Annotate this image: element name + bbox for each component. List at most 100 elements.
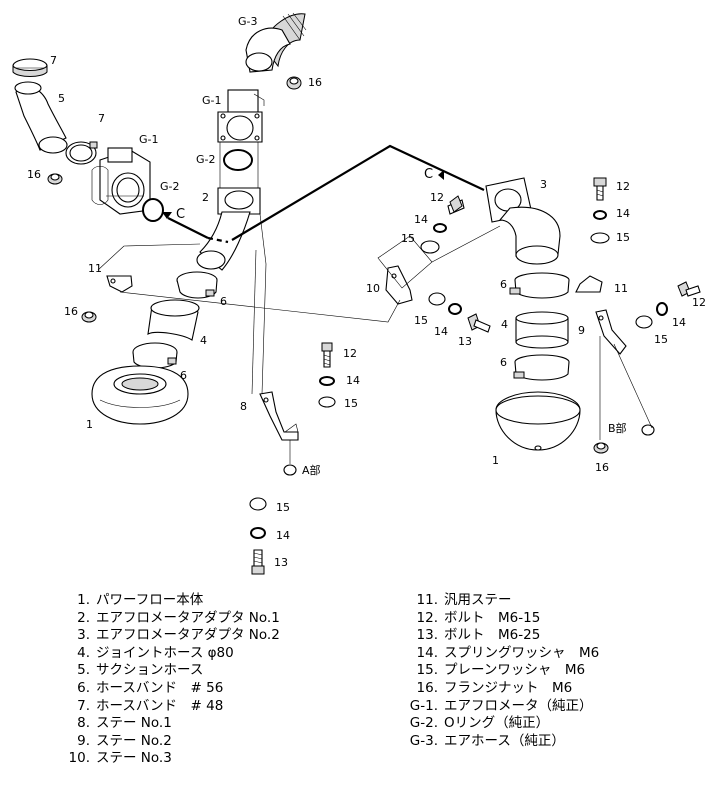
callout-15-mid: 15: [414, 314, 428, 327]
stay-no3: [385, 265, 413, 305]
flange-nut-16-left-lower: [81, 311, 97, 323]
legend-item-text: ボルト M6-15: [444, 609, 541, 626]
power-flow-body-right: [495, 391, 581, 451]
callout-c-right: C: [424, 167, 433, 182]
leader-lines: [97, 142, 653, 464]
legend-item-number: 1.: [77, 592, 90, 608]
stay-no1: [259, 391, 299, 441]
legend-item-number: 8.: [77, 715, 90, 732]
bolt-12-center: [321, 342, 333, 368]
legend-item-text: エアフロメータアダプタ No.2: [96, 627, 280, 644]
flange-nut-16-right: [593, 442, 609, 454]
callout-6-right-upper: 6: [500, 278, 507, 291]
joint-hose-4-left: [147, 299, 200, 341]
callout-g2-top: G-2: [196, 153, 216, 166]
legend-item-text: スプリングワッシャ M6: [444, 644, 600, 661]
callout-7-second: 7: [98, 112, 105, 125]
bolt-12-right-top: [593, 177, 607, 201]
callout-16-top: 16: [308, 76, 322, 89]
legend-item-text: 汎用ステー: [444, 592, 512, 608]
legend-item: 7. ホースバンド # 48: [56, 698, 280, 716]
callout-6-right-lower: 6: [500, 356, 507, 369]
legend-item-number: 14.: [416, 644, 438, 661]
legend-item-number: 12.: [416, 609, 438, 626]
airflow-meter-g1-left: [91, 147, 151, 215]
callout-16-left: 16: [27, 168, 41, 181]
legend-item-text: エアホース（純正）: [444, 732, 565, 749]
spring-washer-14-bottom: [250, 527, 266, 539]
plain-washer-15-bottom: [249, 497, 267, 511]
legend-item: 10.ステー No.3: [56, 750, 280, 768]
callout-g2-left: G-2: [160, 180, 180, 193]
hose-band-6-left-lower: [132, 342, 178, 369]
hose-band-7-second: [65, 141, 98, 165]
legend-item-text: ステー No.1: [96, 715, 172, 732]
callout-6-left-upper: 6: [220, 295, 227, 308]
legend-item-number: G-3.: [409, 732, 438, 749]
callout-c-left: C: [176, 207, 185, 222]
legend-item-number: G-1.: [409, 697, 438, 714]
route-arrow-c: [162, 144, 485, 244]
legend-item-text: ホースバンド # 56: [96, 679, 224, 696]
spring-washer-14-far-right: [656, 302, 668, 316]
legend-item-text: ホースバンド # 48: [96, 697, 224, 714]
callout-3: 3: [540, 178, 547, 191]
callout-6-left-lower: 6: [180, 369, 187, 382]
flange-nut-16-top: [286, 76, 302, 90]
callout-9: 9: [578, 324, 585, 337]
legend-item-number: 7.: [77, 697, 90, 714]
legend-item-text: Oリング（純正）: [444, 715, 550, 732]
plain-washer-15-center: [318, 396, 336, 408]
callout-12-right-top: 12: [616, 180, 630, 193]
legend-item-number: 3.: [77, 627, 90, 644]
o-ring-g2-left: [142, 198, 164, 222]
legend-item: 16. フランジナット M6: [398, 680, 599, 698]
legend-item-text: プレーンワッシャ M6: [444, 662, 586, 679]
callout-15-center: 15: [344, 397, 358, 410]
bolt-12-far-right: [677, 281, 701, 297]
bolt-13-bottom: [251, 549, 265, 575]
callout-1-left: 1: [86, 418, 93, 431]
legend-item: 1.パワーフロー本体: [56, 592, 280, 610]
airflow-adapter-no2: [485, 177, 561, 265]
callout-13-bottom: 13: [274, 556, 288, 569]
callout-8: 8: [240, 400, 247, 413]
legend-item: 4. ジョイントホース φ80: [56, 645, 280, 663]
spring-washer-14-center: [319, 376, 335, 386]
plain-washer-15-far-right: [635, 315, 653, 329]
power-flow-body-left: [91, 365, 189, 425]
legend-item-text: フランジナット M6: [444, 679, 573, 696]
callout-12-far-right: 12: [692, 296, 706, 309]
callout-4-right: 4: [501, 318, 508, 331]
legend-item-text: ステー No.3: [96, 750, 172, 767]
hose-band-6-left-upper: [176, 271, 218, 299]
stay-no2: [595, 309, 627, 355]
spring-washer-14-mid: [448, 303, 462, 315]
callout-11-left: 11: [88, 262, 102, 275]
callout-5: 5: [58, 92, 65, 105]
bolt-12-mid: [447, 195, 465, 215]
plain-washer-15-mid-top: [420, 240, 440, 254]
legend-item-number: 5.: [77, 662, 90, 679]
legend-item-number: 4.: [77, 644, 90, 661]
legend-item-number: 6.: [77, 679, 90, 696]
legend-item: 11. 汎用ステー: [398, 592, 599, 610]
legend-item-text: ジョイントホース φ80: [96, 644, 234, 661]
callout-15-bottom: 15: [276, 501, 290, 514]
legend-item-number: 16.: [416, 679, 438, 696]
legend-item-number: G-2.: [409, 715, 438, 732]
suction-hose-5: [14, 81, 68, 154]
callout-16-right: 16: [595, 461, 609, 474]
callout-14-center: 14: [346, 374, 360, 387]
callout-14-far-right: 14: [672, 316, 686, 329]
universal-stay-11-left: [106, 275, 133, 293]
callout-14-mid-top: 14: [414, 213, 428, 226]
callout-1-right: 1: [492, 454, 499, 467]
legend-item-number: 11.: [416, 592, 438, 608]
plain-washer-15-mid: [428, 292, 446, 306]
legend-item: G-2. Oリング（純正）: [398, 715, 599, 733]
plain-washer-15-right: [590, 232, 610, 244]
legend-item-text: エアフロメータアダプタ No.1: [96, 609, 280, 626]
legend-item-number: 9.: [77, 732, 90, 749]
